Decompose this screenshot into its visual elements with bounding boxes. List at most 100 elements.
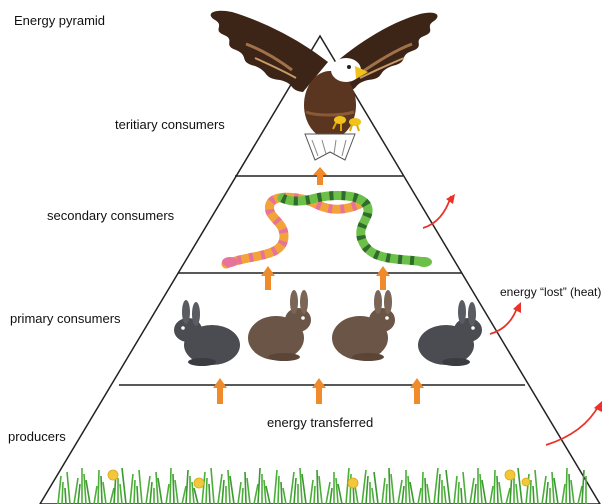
grass-blade bbox=[461, 488, 462, 504]
grass-blade bbox=[139, 470, 142, 504]
grass-blade bbox=[317, 470, 318, 504]
grass-blade bbox=[158, 478, 162, 504]
grass-blade bbox=[391, 474, 394, 504]
grass-blade bbox=[74, 478, 78, 504]
grass-blade bbox=[84, 474, 86, 504]
heat-arrow bbox=[546, 401, 602, 445]
grass-blade bbox=[258, 468, 260, 504]
energy-arrow-up bbox=[410, 378, 424, 404]
grass-blade bbox=[103, 482, 106, 504]
grass-blade bbox=[386, 484, 387, 504]
grass-blade bbox=[499, 482, 502, 504]
grass-blade bbox=[554, 478, 558, 504]
grass-blade bbox=[281, 482, 282, 504]
grass-blade bbox=[454, 476, 457, 504]
grass-blade bbox=[422, 472, 423, 504]
grass-blade bbox=[202, 472, 205, 504]
grass-blade bbox=[546, 482, 548, 504]
grass-blade bbox=[300, 468, 302, 504]
grass-blade bbox=[542, 476, 546, 504]
grass-blade bbox=[206, 478, 207, 504]
grass-blade bbox=[130, 474, 133, 504]
grass-blade bbox=[156, 472, 158, 504]
grass-blade bbox=[366, 476, 368, 504]
grass-blade bbox=[266, 486, 270, 504]
grass-blade bbox=[382, 478, 385, 504]
grass-blade bbox=[569, 474, 570, 504]
grass-blade bbox=[355, 486, 358, 504]
grass-blade bbox=[245, 472, 246, 504]
grass-blade bbox=[463, 472, 466, 504]
grass-blade bbox=[65, 488, 66, 504]
grass-blade bbox=[362, 470, 366, 504]
grass-blade bbox=[444, 486, 446, 504]
label-energy-transferred: energy transferred bbox=[267, 415, 373, 430]
grass-blade bbox=[338, 484, 342, 504]
grass-blade bbox=[166, 484, 169, 504]
grass-blade bbox=[516, 484, 518, 504]
grass-blade bbox=[425, 478, 426, 504]
grass-blade bbox=[326, 482, 330, 504]
energy-arrow-up bbox=[312, 378, 326, 404]
grass-blade bbox=[228, 470, 230, 504]
grass-blade bbox=[67, 472, 70, 504]
grass-blade bbox=[62, 482, 63, 504]
grass-blade bbox=[58, 476, 61, 504]
grass-blade bbox=[458, 482, 459, 504]
grass-blade bbox=[290, 472, 294, 504]
grass-blade bbox=[218, 474, 222, 504]
label-producers: producers bbox=[8, 429, 66, 444]
grass-blade bbox=[209, 484, 210, 504]
grass-blade bbox=[186, 470, 188, 504]
grass-blade bbox=[78, 484, 80, 504]
snake-icon bbox=[222, 196, 432, 267]
grass-blade bbox=[438, 474, 440, 504]
grass-blade bbox=[302, 474, 306, 504]
grass-blade bbox=[480, 474, 482, 504]
grass-blade bbox=[552, 472, 554, 504]
grass-blade bbox=[518, 468, 522, 504]
grass-blade bbox=[86, 480, 90, 504]
grass-blade bbox=[247, 478, 250, 504]
rabbit-icon bbox=[248, 290, 311, 361]
grass-blade bbox=[319, 476, 322, 504]
eagle-icon bbox=[211, 11, 438, 160]
grass-blade bbox=[402, 486, 404, 504]
grass-blade bbox=[310, 480, 313, 504]
grass-blade bbox=[173, 474, 174, 504]
grass-blade bbox=[533, 486, 534, 504]
grass-blade bbox=[474, 484, 476, 504]
energy-arrow-up bbox=[376, 266, 390, 290]
grass-blade bbox=[372, 488, 374, 504]
grass-blade bbox=[122, 468, 126, 504]
label-energy-lost: energy “lost” (heat) bbox=[500, 285, 601, 299]
grass-blade bbox=[336, 478, 338, 504]
grass-blade bbox=[170, 468, 171, 504]
grass-blade bbox=[530, 480, 531, 504]
grass-blade bbox=[434, 468, 438, 504]
label-primary-consumers: primary consumers bbox=[10, 311, 121, 326]
grass-blade bbox=[330, 488, 332, 504]
grass-blade bbox=[230, 476, 234, 504]
grass-blade bbox=[482, 480, 486, 504]
grass-blade bbox=[314, 486, 315, 504]
grass-blade bbox=[137, 486, 138, 504]
grass-blade bbox=[94, 486, 97, 504]
heat-arrow bbox=[423, 194, 455, 228]
label-tertiary-consumers: teritiary consumers bbox=[115, 117, 225, 132]
grass-blade bbox=[566, 468, 567, 504]
energy-arrow-up bbox=[261, 266, 275, 290]
rabbit-icon bbox=[174, 300, 240, 366]
grass-blade bbox=[278, 476, 279, 504]
heat-loss-arrows bbox=[423, 194, 602, 445]
grass-blade bbox=[98, 470, 99, 504]
grass-blade bbox=[408, 476, 410, 504]
grass-blade bbox=[446, 470, 450, 504]
grass-blade bbox=[283, 488, 286, 504]
grass-blade bbox=[134, 480, 135, 504]
energy-arrow-up bbox=[213, 378, 227, 404]
grass-blade bbox=[274, 470, 277, 504]
grass-blade bbox=[470, 478, 474, 504]
grass-blade bbox=[571, 480, 574, 504]
grass-blade bbox=[192, 482, 194, 504]
